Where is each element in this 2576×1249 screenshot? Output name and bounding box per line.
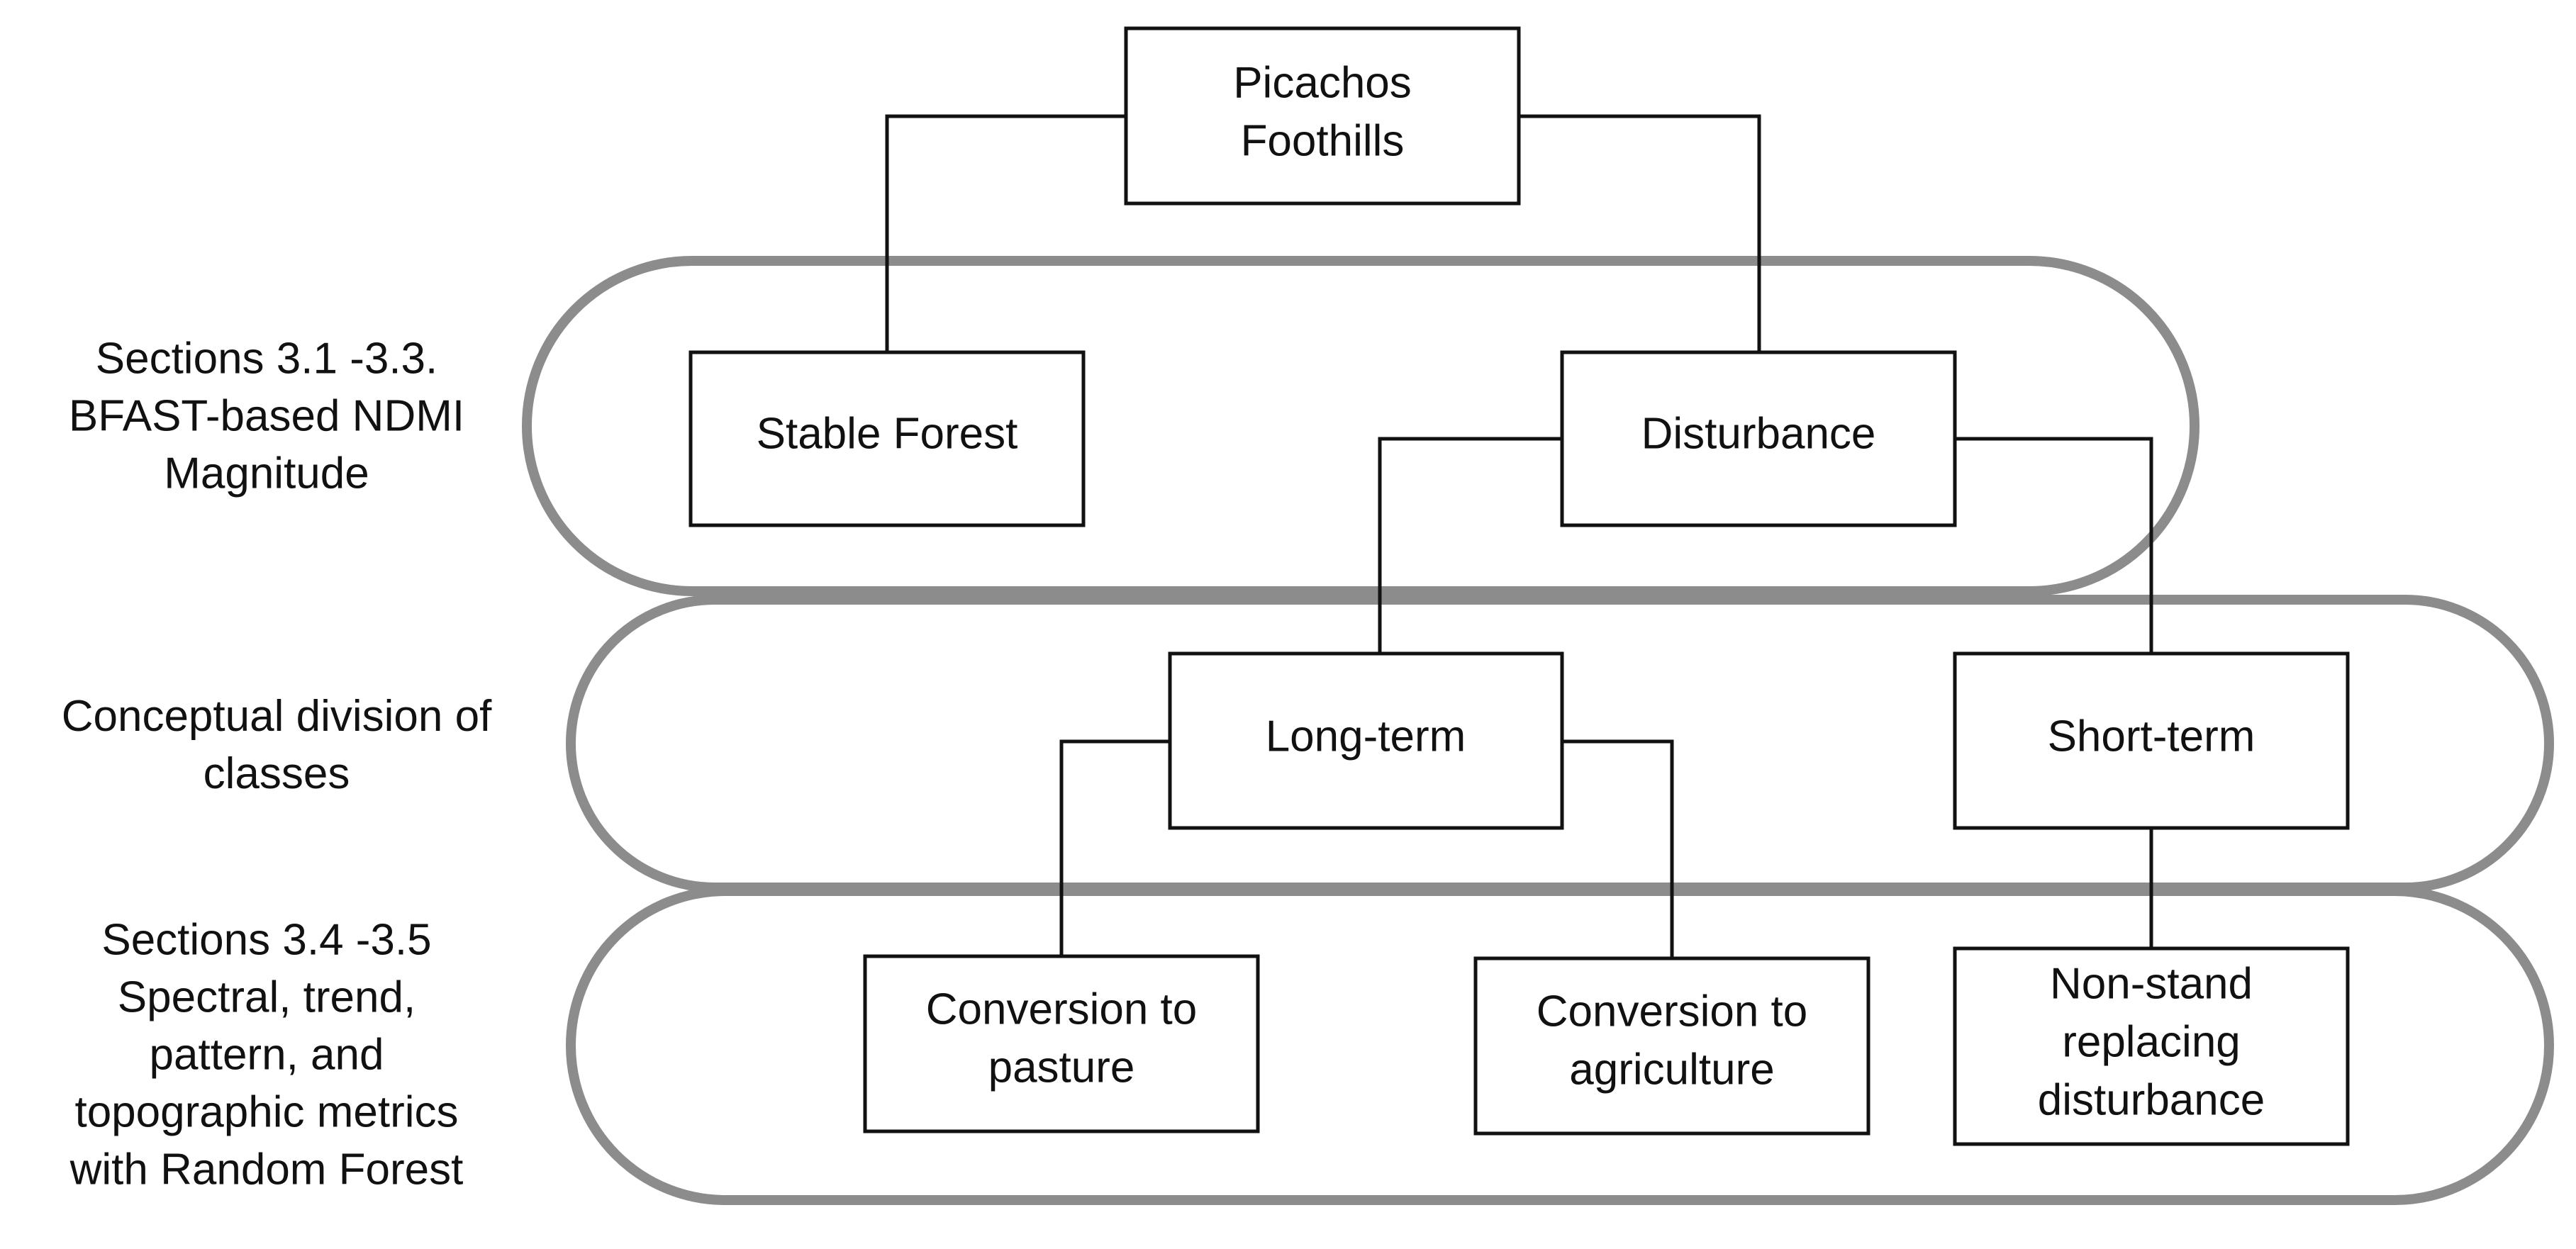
tier1-label: Sections 3.1 -3.3. BFAST-based NDMI Magnit… (69, 330, 464, 503)
label-line: classes (203, 749, 350, 798)
node-nonstand-box (1953, 946, 2350, 1146)
label-line: Spectral, trend, (117, 973, 416, 1022)
label-line: agriculture (1569, 1046, 1774, 1094)
node-agriculture-box (1473, 956, 1870, 1136)
label-line: Sections 3.4 -3.5 (101, 915, 432, 965)
label-line: Long-term (1266, 712, 1466, 761)
label-line: Magnitude (164, 449, 369, 498)
node-pasture-box (863, 954, 1260, 1133)
tier-ellipses (522, 256, 2554, 1205)
label-line: Picachos (1233, 59, 1412, 108)
label-line: Sections 3.1 -3.3. (95, 334, 438, 383)
node-root-box (1124, 26, 1521, 206)
label-line: Stable Forest (757, 410, 1018, 459)
node-stable-box (688, 350, 1086, 527)
node-stable-label: Stable Forest (757, 410, 1018, 459)
node-longterm-label: Long-term (1266, 712, 1466, 761)
node-shortterm-box (1953, 651, 2350, 830)
connector-lines (885, 114, 2153, 958)
label-line: replacing (2062, 1018, 2241, 1067)
label-line: Conversion to (1537, 987, 1808, 1036)
tier2-label: Conceptual division of classes (62, 688, 492, 802)
tier3-ellipse (566, 886, 2554, 1205)
connector-longterm-pasture (1059, 739, 1170, 956)
label-line: BFAST-based NDMI (68, 391, 465, 441)
label-line: Conversion to (926, 985, 1198, 1034)
connector-disturbance-shortterm (1955, 437, 2153, 654)
label-line: Conceptual division of (61, 692, 492, 741)
node-longterm-box (1168, 651, 1564, 830)
node-pasture-label: Conversion to pasture (926, 985, 1198, 1092)
node-disturbance-box (1560, 350, 1957, 527)
node-nonstand-label: Non-stand replacing disturbance (2038, 960, 2265, 1125)
label-line: Non-stand (2050, 960, 2253, 1009)
label-line: Foothills (1241, 117, 1405, 166)
label-line: with Random Forest (69, 1145, 464, 1194)
connector-disturbance-longterm (1378, 437, 1562, 654)
node-agriculture-label: Conversion to agriculture (1537, 987, 1808, 1094)
connector-longterm-agriculture (1562, 739, 1674, 958)
tier1-ellipse (522, 256, 2199, 596)
node-disturbance-label: Disturbance (1641, 410, 1876, 459)
label-line: Short-term (2048, 712, 2256, 761)
label-line: pattern, and (149, 1030, 384, 1080)
label-line: disturbance (2038, 1076, 2265, 1125)
node-boxes (688, 26, 2350, 1146)
label-line: topographic metrics (74, 1087, 459, 1137)
connector-root-disturbance (1519, 114, 1761, 352)
connector-root-stable (885, 114, 1126, 352)
node-shortterm-label: Short-term (2048, 712, 2256, 761)
label-line: Disturbance (1641, 410, 1876, 459)
label-line: pasture (988, 1043, 1135, 1092)
